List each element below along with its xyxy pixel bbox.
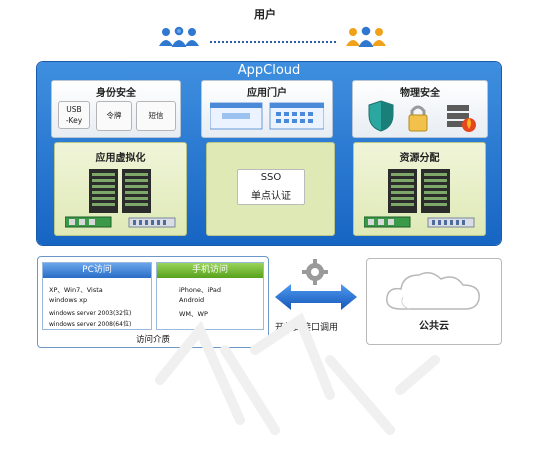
- identity-security-title: 身份安全: [96, 88, 136, 99]
- app-virtualization-title: 应用虚拟化: [95, 153, 146, 164]
- user-group-left-icon: [159, 26, 199, 47]
- user-group-right-icon: [346, 26, 386, 47]
- sms-item: 短信: [136, 101, 176, 131]
- pc-access-panel: PC访问 XP、Win7、Vista windows xp windows se…: [42, 262, 152, 330]
- pc-access-line: windows server 2003(32位): [49, 310, 132, 317]
- pc-access-line: XP、Win7、Vista: [49, 286, 103, 294]
- app-virtualization-card: 应用虚拟化: [54, 142, 187, 236]
- shield-icon: [368, 100, 394, 132]
- physical-security-card: 物理安全: [352, 80, 488, 138]
- users-title: 用户: [254, 8, 276, 21]
- portal-screenshot-icon: [210, 102, 324, 130]
- gear-icon: [302, 259, 328, 285]
- lock-icon: [408, 105, 428, 132]
- server-rack-icon: [388, 169, 450, 213]
- pc-access-line: windows xp: [49, 296, 88, 304]
- mobile-access-panel: 手机访问 iPhone、iPad Android WM、WP: [156, 262, 264, 330]
- user-link-dotted-line: [210, 41, 336, 43]
- sso-box: SSO 单点认证: [237, 169, 305, 205]
- sso-title: SSO: [260, 172, 282, 183]
- mobile-access-header: 手机访问: [157, 263, 263, 278]
- firewall-server-icon: [447, 105, 476, 132]
- app-portal-card: 应用门户: [201, 80, 333, 138]
- mobile-access-line: Android: [179, 296, 205, 304]
- token-item: 令牌: [96, 101, 132, 131]
- appcloud-title: AppCloud: [237, 63, 301, 78]
- hardware-boards-icon: [65, 216, 176, 228]
- mobile-access-line: WM、WP: [179, 310, 208, 318]
- sso-card: SSO 单点认证: [206, 142, 335, 236]
- resource-allocation-card: 资源分配: [353, 142, 486, 236]
- pc-access-header: PC访问: [43, 263, 151, 278]
- hardware-boards-icon: [364, 216, 475, 228]
- public-cloud-box: 公共云: [366, 258, 502, 345]
- physical-security-title: 物理安全: [400, 88, 440, 99]
- sso-subtitle: 单点认证: [251, 191, 291, 202]
- appcloud-panel: AppCloud 身份安全 USB -Key 令牌 短信 应用门户 物理安全: [37, 62, 501, 245]
- cloud-icon: [386, 272, 480, 310]
- identity-security-card: 身份安全 USB -Key 令牌 短信: [51, 80, 181, 138]
- resource-allocation-title: 资源分配: [399, 153, 440, 164]
- access-media-box: PC访问 XP、Win7、Vista windows xp windows se…: [37, 256, 269, 348]
- pc-access-line: windows server 2008(64位): [49, 321, 132, 328]
- access-media-label: 访问介质: [135, 335, 170, 345]
- public-cloud-label: 公共云: [419, 321, 449, 332]
- mobile-access-line: iPhone、iPad: [179, 286, 221, 294]
- server-rack-icon: [89, 169, 151, 213]
- bidirectional-arrow-icon: [275, 284, 357, 310]
- app-portal-title: 应用门户: [247, 88, 287, 99]
- usb-key-item: USB -Key: [58, 101, 90, 129]
